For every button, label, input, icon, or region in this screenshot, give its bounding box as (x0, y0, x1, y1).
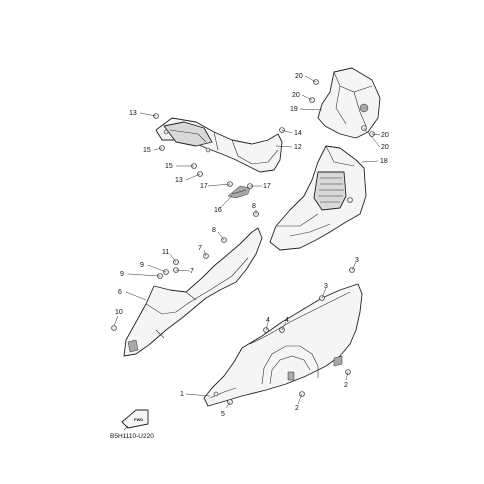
callout-7: 7 (198, 245, 202, 252)
callout-3: 3 (324, 283, 328, 290)
callout-9: 9 (140, 262, 144, 269)
callout-16: 16 (214, 207, 222, 214)
callout-8: 8 (252, 203, 256, 210)
callout-5: 5 (221, 411, 225, 418)
callout-2: 2 (295, 405, 299, 412)
callout-labels: 20 20 19 20 20 18 13 15 15 13 14 12 17 1… (115, 73, 389, 418)
callout-20: 20 (292, 92, 300, 99)
callout-6: 6 (118, 289, 122, 296)
callout-1: 1 (180, 391, 184, 398)
part-1-right-side-cover (203, 283, 363, 407)
part-18-lower-cover (269, 145, 367, 251)
callout-14: 14 (294, 130, 302, 137)
fwd-label: FWD (134, 417, 143, 422)
callout-15: 15 (143, 147, 151, 154)
callout-4: 4 (285, 317, 289, 324)
callout-4: 4 (266, 317, 270, 324)
part-19-upper-cover (317, 67, 381, 139)
callout-10: 10 (115, 309, 123, 316)
diagram-code: B5H1110-U220 (110, 433, 154, 440)
callout-8: 8 (212, 227, 216, 234)
part-16-clip (227, 185, 251, 199)
callout-17: 17 (200, 183, 208, 190)
leader-lines (113, 75, 381, 409)
callout-20: 20 (381, 132, 389, 139)
callout-11: 11 (162, 249, 169, 256)
callout-7: 7 (190, 268, 194, 275)
part-12-center-bracket (155, 117, 283, 173)
callout-13: 13 (129, 110, 137, 117)
callout-9: 9 (120, 271, 124, 278)
forward-direction-indicator: FWD (121, 409, 149, 431)
callout-18: 18 (380, 158, 388, 165)
callout-13: 13 (175, 177, 183, 184)
callout-20: 20 (381, 144, 389, 151)
callout-3: 3 (355, 257, 359, 264)
callout-2: 2 (344, 382, 348, 389)
callout-12: 12 (294, 144, 302, 151)
callout-20: 20 (295, 73, 303, 80)
callout-19: 19 (290, 106, 298, 113)
part-6-left-side-cover (123, 227, 263, 357)
callout-15: 15 (165, 163, 173, 170)
callout-17: 17 (263, 183, 271, 190)
